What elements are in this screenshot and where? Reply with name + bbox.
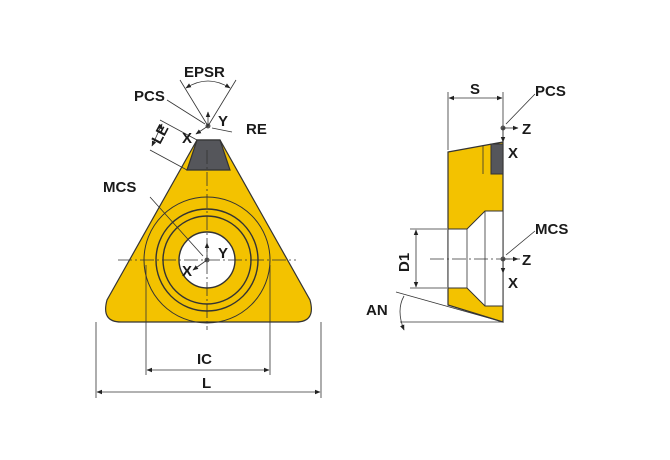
s-label: S xyxy=(470,81,480,98)
x-pcs-front-label: X xyxy=(182,130,192,147)
le-label: LE xyxy=(149,122,173,147)
z-pcs-side-label: Z xyxy=(522,121,531,138)
pcs-front-label: PCS xyxy=(134,88,165,105)
ic-label: IC xyxy=(197,351,212,368)
insert-body-front xyxy=(105,139,312,323)
x-mcs-side-label: X xyxy=(508,275,518,292)
x-mcs-front-label: X xyxy=(182,263,192,280)
mcs-side-label: MCS xyxy=(535,221,568,238)
carbide-tip-side xyxy=(490,143,504,175)
re-label: RE xyxy=(246,121,267,138)
mcs-front-label: MCS xyxy=(103,179,136,196)
y-mcs-front-label: Y xyxy=(218,245,228,262)
l-label: L xyxy=(202,375,211,392)
an-label: AN xyxy=(366,302,388,319)
front-view xyxy=(95,79,322,398)
carbide-tip-front xyxy=(186,139,231,171)
d1-label: D1 xyxy=(396,253,413,272)
epsr-label: EPSR xyxy=(184,64,225,81)
bore-section-side xyxy=(447,210,504,307)
pcs-side-label: PCS xyxy=(535,83,566,100)
x-pcs-side-label: X xyxy=(508,145,518,162)
side-view xyxy=(395,92,536,331)
y-pcs-front-label: Y xyxy=(218,113,228,130)
z-mcs-side-label: Z xyxy=(522,252,531,269)
